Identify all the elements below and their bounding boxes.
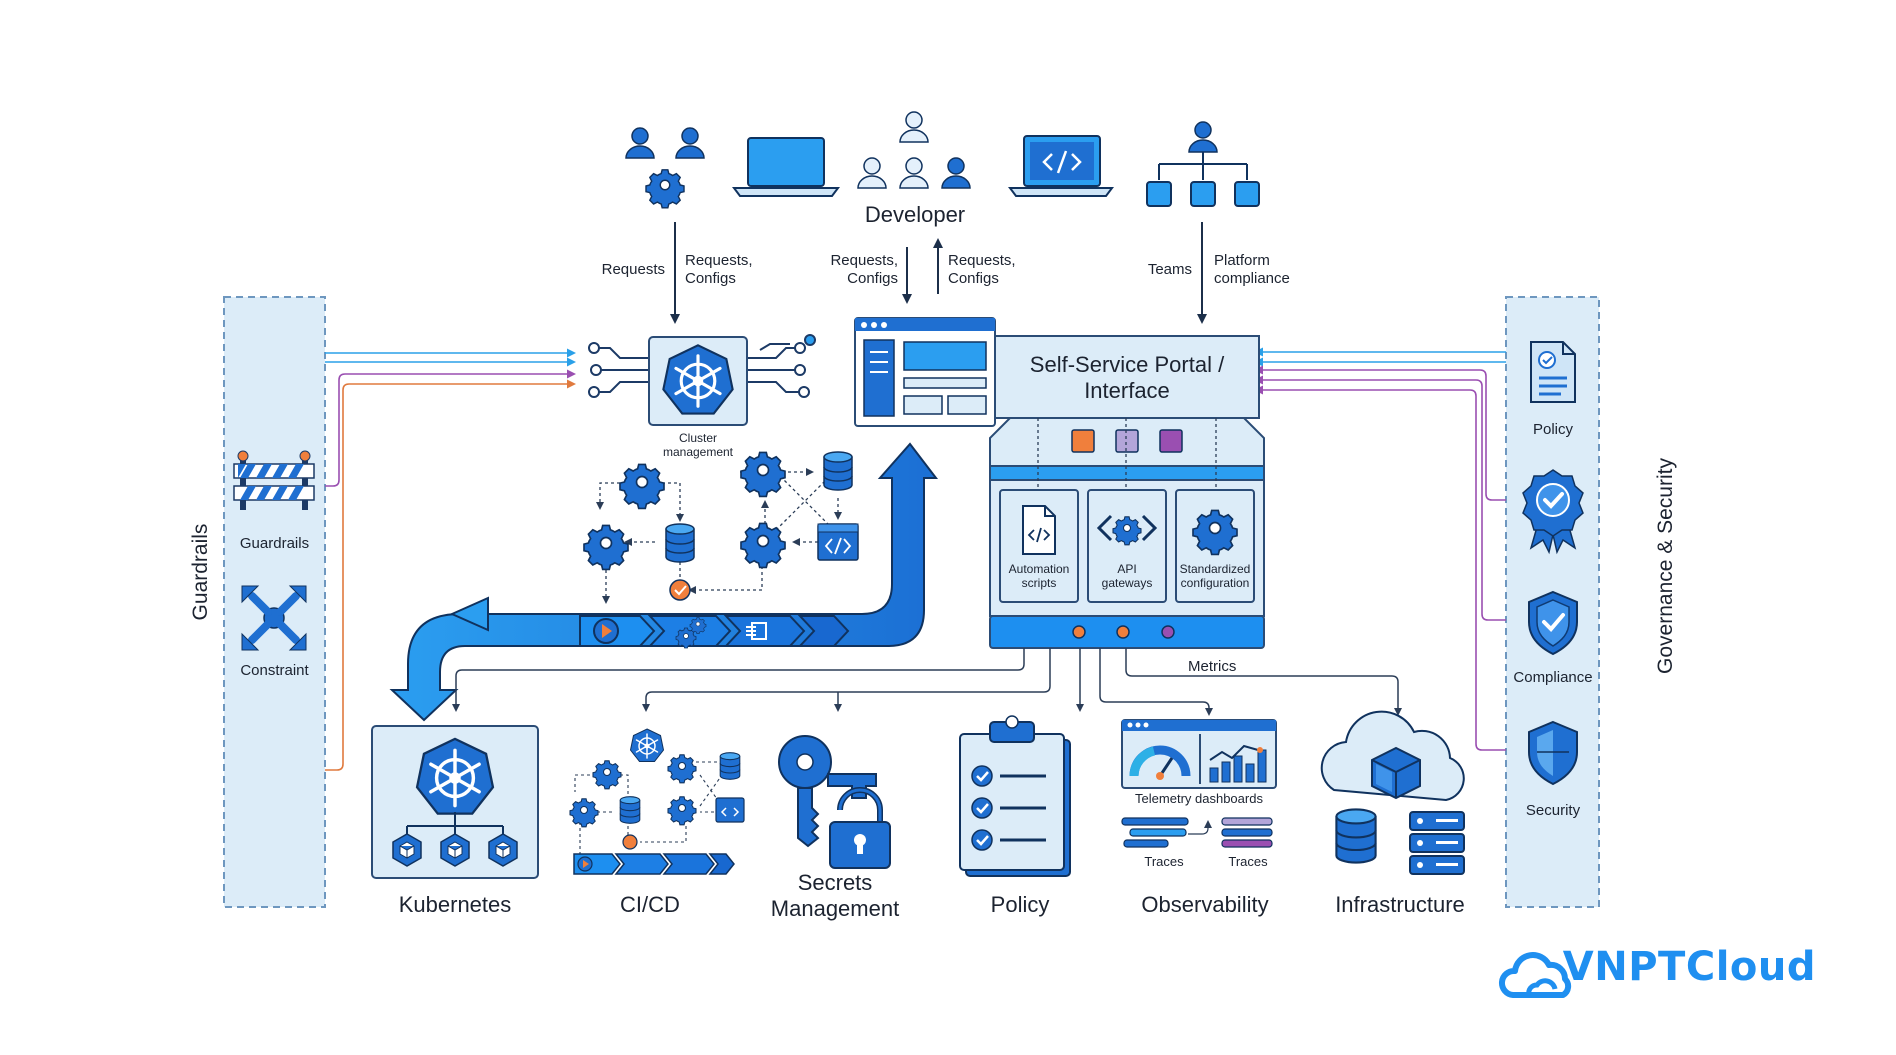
- cluster-label-line1: Cluster: [678, 431, 717, 445]
- cicd-label: CI/CD: [620, 892, 680, 917]
- dashboard-icon: [1121, 719, 1277, 848]
- brand-name: VNPTCloud: [1562, 944, 1816, 990]
- module-api-line2: gateways: [1101, 576, 1153, 590]
- constraint-arrows-icon: [241, 585, 307, 651]
- cluster-management-label: Cluster management: [648, 431, 748, 459]
- code-laptop-icon: [1008, 135, 1114, 197]
- portal-title: Self-Service Portal / Interface: [995, 352, 1259, 404]
- guardrails-panel: [223, 296, 326, 908]
- requests-configs-label-1: Requests, Configs: [685, 252, 753, 288]
- cluster-management-node: [588, 334, 816, 426]
- requests-configs-label-3: Requests, Configs: [948, 252, 1016, 288]
- brand-logo: VNPTCloud: [1563, 944, 1816, 990]
- policy-item-label: Policy: [1532, 421, 1573, 438]
- module-config-label: Standardized configuration: [1176, 562, 1254, 590]
- module-config-line2: configuration: [1180, 576, 1250, 590]
- policy-document-icon: [1530, 341, 1576, 403]
- traces-label-1: Traces: [1144, 854, 1184, 869]
- module-automation-label: Automation scripts: [1000, 562, 1078, 590]
- telemetry-dashboards-label: Telemetry dashboards: [1135, 791, 1263, 806]
- traces-label-2: Traces: [1228, 854, 1268, 869]
- clipboard-checklist-icon: [959, 715, 1071, 877]
- module-api-line1: API: [1117, 562, 1137, 576]
- cicd-pipeline-icon: [569, 728, 745, 875]
- award-badge-icon: [1522, 469, 1584, 555]
- secrets-management-label: Secrets Management: [740, 870, 930, 922]
- kubernetes-label: Kubernetes: [398, 892, 512, 917]
- teams-label: Teams: [1147, 261, 1192, 278]
- ops-team-icon: [625, 127, 705, 209]
- guardrails-item-label: Guardrails: [239, 535, 310, 552]
- platform-compliance-label: Platform compliance: [1214, 252, 1290, 288]
- request-arrows: [670, 222, 1207, 324]
- vnpt-cloud-logo-icon: [1499, 952, 1572, 998]
- secrets-line1: Secrets: [797, 870, 873, 895]
- barrier-icon: [233, 450, 315, 510]
- compliance-shield-icon: [1528, 591, 1578, 655]
- api-gear-icon: [1096, 514, 1158, 546]
- platform-compliance-line2: compliance: [1214, 270, 1290, 287]
- pipeline-workflow-diagram: [583, 451, 859, 604]
- key-lock-icon: [778, 735, 891, 869]
- guardrail-connectors: [325, 348, 576, 771]
- security-shield-icon: [1528, 720, 1578, 786]
- observability-label: Observability: [1141, 892, 1269, 917]
- module-automation-line1: Automation: [1008, 562, 1070, 576]
- requests-configs-3-line1: Requests,: [948, 252, 1016, 269]
- requests-label: Requests: [601, 261, 665, 278]
- requests-configs-2-line1: Requests,: [830, 252, 898, 269]
- requests-configs-label-2: Requests, Configs: [800, 252, 898, 288]
- module-api-label: API gateways: [1088, 562, 1166, 590]
- laptop-icon: [732, 137, 840, 197]
- code-file-icon: [1022, 505, 1056, 555]
- developer-group-icon: [857, 111, 971, 189]
- requests-configs-3-line2: Configs: [948, 270, 999, 287]
- developer-label: Developer: [864, 202, 966, 227]
- requests-configs-1-line1: Requests,: [685, 252, 753, 269]
- metrics-label: Metrics: [1188, 658, 1237, 675]
- gear-icon: [1192, 509, 1238, 556]
- constraint-item-label: Constraint: [240, 662, 309, 679]
- distribution-lines: [452, 648, 1402, 716]
- portal-title-line1: Self-Service Portal /: [1029, 352, 1225, 377]
- compliance-item-label: Compliance: [1513, 669, 1593, 686]
- secrets-line2: Management: [770, 896, 900, 921]
- self-service-portal: [854, 317, 1265, 649]
- requests-configs-1-line2: Configs: [685, 270, 736, 287]
- guardrails-title: Guardrails: [189, 523, 212, 621]
- portal-title-line2: Interface: [1084, 378, 1170, 403]
- cluster-label-line2: management: [662, 445, 734, 459]
- delivery-flow-arrow: [389, 442, 939, 722]
- infrastructure-label: Infrastructure: [1335, 892, 1465, 917]
- requests-configs-2-line2: Configs: [847, 270, 898, 287]
- security-item-label: Security: [1525, 802, 1581, 819]
- policy-label: Policy: [990, 892, 1050, 917]
- governance-connectors: [1254, 347, 1506, 751]
- kubernetes-icon: [371, 725, 539, 879]
- module-automation-line2: scripts: [1021, 576, 1057, 590]
- cloud-server-icon: [1320, 710, 1465, 875]
- governance-title: Governance & Security: [1654, 458, 1677, 674]
- platform-compliance-line1: Platform: [1214, 252, 1270, 269]
- team-hierarchy-icon: [1146, 121, 1260, 207]
- module-config-line1: Standardized: [1179, 562, 1251, 576]
